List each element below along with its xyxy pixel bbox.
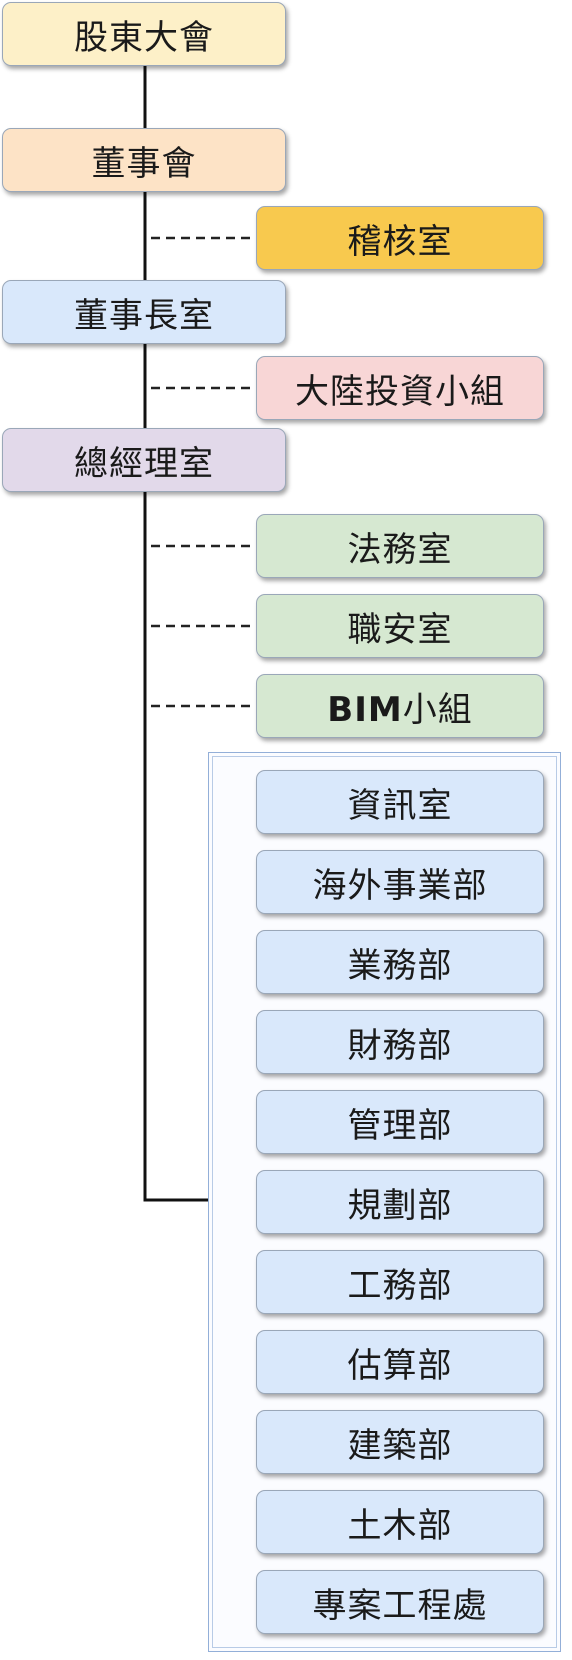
- node-label: BIM小組: [327, 682, 472, 731]
- node-dept-management: 管理部: [256, 1090, 544, 1154]
- node-label: 業務部: [347, 945, 453, 986]
- node-label: 大陸投資小組: [295, 371, 505, 412]
- node-legal-office: 法務室: [256, 514, 544, 578]
- node-label: 資訊室: [347, 785, 453, 826]
- node-chairman-office: 董事長室: [2, 280, 286, 344]
- node-dept-project: 專案工程處: [256, 1570, 544, 1634]
- node-shareholders: 股東大會: [2, 2, 286, 66]
- node-dept-overseas: 海外事業部: [256, 850, 544, 914]
- node-label: 海外事業部: [312, 865, 488, 906]
- node-label: 董事會: [91, 143, 197, 184]
- node-audit-office: 稽核室: [256, 206, 544, 270]
- node-dept-planning: 規劃部: [256, 1170, 544, 1234]
- node-label: 土木部: [347, 1505, 453, 1546]
- node-label: 董事長室: [74, 295, 214, 336]
- node-dept-civil: 土木部: [256, 1490, 544, 1554]
- node-label: 建築部: [347, 1425, 453, 1466]
- node-board-of-directors: 董事會: [2, 128, 286, 192]
- node-label: 專案工程處: [312, 1585, 488, 1626]
- node-label: 法務室: [347, 529, 453, 570]
- node-label: 工務部: [347, 1265, 453, 1306]
- node-dept-engineering: 工務部: [256, 1250, 544, 1314]
- node-label-rest: 小組: [402, 689, 473, 730]
- node-label-bold: BIM: [327, 689, 403, 730]
- node-label: 股東大會: [74, 17, 214, 58]
- node-dept-sales: 業務部: [256, 930, 544, 994]
- node-label: 規劃部: [347, 1185, 453, 1226]
- node-dept-estimation: 估算部: [256, 1330, 544, 1394]
- node-safety-office: 職安室: [256, 594, 544, 658]
- node-label: 財務部: [347, 1025, 453, 1066]
- node-bim-team: BIM小組: [256, 674, 544, 738]
- node-dept-construction: 建築部: [256, 1410, 544, 1474]
- node-dept-finance: 財務部: [256, 1010, 544, 1074]
- node-china-investment-team: 大陸投資小組: [256, 356, 544, 420]
- node-dept-it: 資訊室: [256, 770, 544, 834]
- node-label: 估算部: [347, 1345, 453, 1386]
- node-label: 稽核室: [347, 221, 453, 262]
- node-label: 職安室: [347, 609, 453, 650]
- node-label: 管理部: [347, 1105, 453, 1146]
- node-label: 總經理室: [74, 443, 214, 484]
- node-general-manager-office: 總經理室: [2, 428, 286, 492]
